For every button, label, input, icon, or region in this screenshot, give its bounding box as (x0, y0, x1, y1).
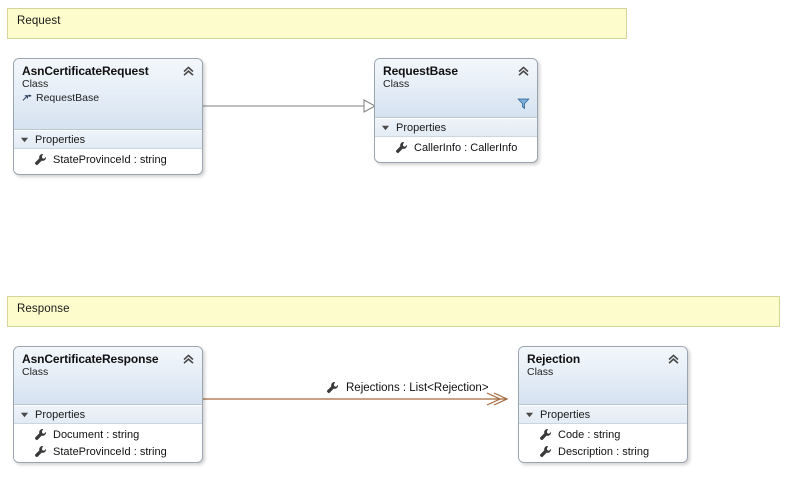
triangle-down-icon[interactable] (20, 135, 29, 144)
member-label: Code : string (558, 428, 621, 441)
connector-association-rejections[interactable] (203, 392, 509, 406)
compartment-header-properties[interactable]: Properties (14, 130, 202, 149)
member-label: StateProvinceId : string (53, 445, 167, 458)
member-list: Code : string Description : string (519, 424, 687, 462)
class-name-label: RequestBase (383, 64, 458, 78)
class-name-label: Rejection (527, 352, 581, 366)
chevron-up-icon[interactable] (517, 65, 530, 78)
class-base-label: RequestBase (36, 92, 100, 104)
chevron-up-icon[interactable] (182, 65, 195, 78)
class-name-label: AsnCertificateRequest (22, 64, 149, 78)
compartment-header-label: Properties (540, 408, 591, 421)
class-stereotype-label: Class (527, 366, 554, 378)
member-list: CallerInfo : CallerInfo (375, 137, 537, 159)
triangle-down-icon[interactable] (381, 123, 390, 132)
wrench-icon (34, 428, 47, 441)
compartment-header-properties[interactable]: Properties (14, 405, 202, 424)
wrench-icon (539, 445, 552, 458)
response-group-banner[interactable]: Response (7, 296, 780, 327)
member-label: CallerInfo : CallerInfo (414, 141, 518, 154)
class-box-request-base[interactable]: RequestBase Class Properties CallerInfo … (374, 58, 538, 163)
compartment-header-properties[interactable]: Properties (375, 118, 537, 137)
class-stereotype-label: Class (383, 78, 410, 90)
class-header-rejection: Rejection Class (519, 347, 687, 405)
list-item[interactable]: Code : string (519, 426, 687, 443)
class-base-row: RequestBase (22, 91, 194, 105)
compartment-header-properties[interactable]: Properties (519, 405, 687, 424)
association-label-text: Rejections : List<Rejection> (346, 381, 489, 394)
member-label: Document : string (53, 428, 140, 441)
triangle-down-icon[interactable] (20, 410, 29, 419)
class-header-request-base: RequestBase Class (375, 59, 537, 118)
association-label-rejections: Rejections : List<Rejection> (326, 381, 489, 394)
wrench-icon (326, 381, 339, 394)
connector-inheritance-request[interactable] (203, 99, 377, 113)
class-header-asn-certificate-request: AsnCertificateRequest Class RequestBase (14, 59, 202, 130)
triangle-down-icon[interactable] (525, 410, 534, 419)
list-item[interactable]: Description : string (519, 443, 687, 460)
class-stereotype-label: Class (22, 78, 49, 90)
request-group-banner-label: Request (17, 15, 61, 27)
class-box-asn-certificate-response[interactable]: AsnCertificateResponse Class Properties … (13, 346, 203, 463)
list-item[interactable]: Document : string (14, 426, 202, 443)
inheritance-arrow-icon (22, 93, 32, 101)
class-box-rejection[interactable]: Rejection Class Properties Code : string… (518, 346, 688, 463)
list-item[interactable]: StateProvinceId : string (14, 151, 202, 168)
wrench-icon (34, 445, 47, 458)
compartment-header-label: Properties (35, 133, 86, 146)
list-item[interactable]: CallerInfo : CallerInfo (375, 139, 537, 156)
compartment-header-label: Properties (35, 408, 86, 421)
wrench-icon (539, 428, 552, 441)
member-list: StateProvinceId : string (14, 149, 202, 171)
wrench-icon (395, 141, 408, 154)
class-name-label: AsnCertificateResponse (22, 352, 159, 366)
chevron-up-icon[interactable] (182, 353, 195, 366)
compartment-header-label: Properties (396, 121, 447, 134)
class-box-asn-certificate-request[interactable]: AsnCertificateRequest Class RequestBase … (13, 58, 203, 175)
request-group-banner[interactable]: Request (7, 8, 627, 39)
class-header-asn-certificate-response: AsnCertificateResponse Class (14, 347, 202, 405)
chevron-up-icon[interactable] (667, 353, 680, 366)
wrench-icon (34, 153, 47, 166)
response-group-banner-label: Response (17, 303, 70, 315)
list-item[interactable]: StateProvinceId : string (14, 443, 202, 460)
funnel-filter-icon[interactable] (517, 97, 530, 110)
member-label: Description : string (558, 445, 650, 458)
member-list: Document : string StateProvinceId : stri… (14, 424, 202, 462)
member-label: StateProvinceId : string (53, 153, 167, 166)
class-stereotype-label: Class (22, 366, 49, 378)
